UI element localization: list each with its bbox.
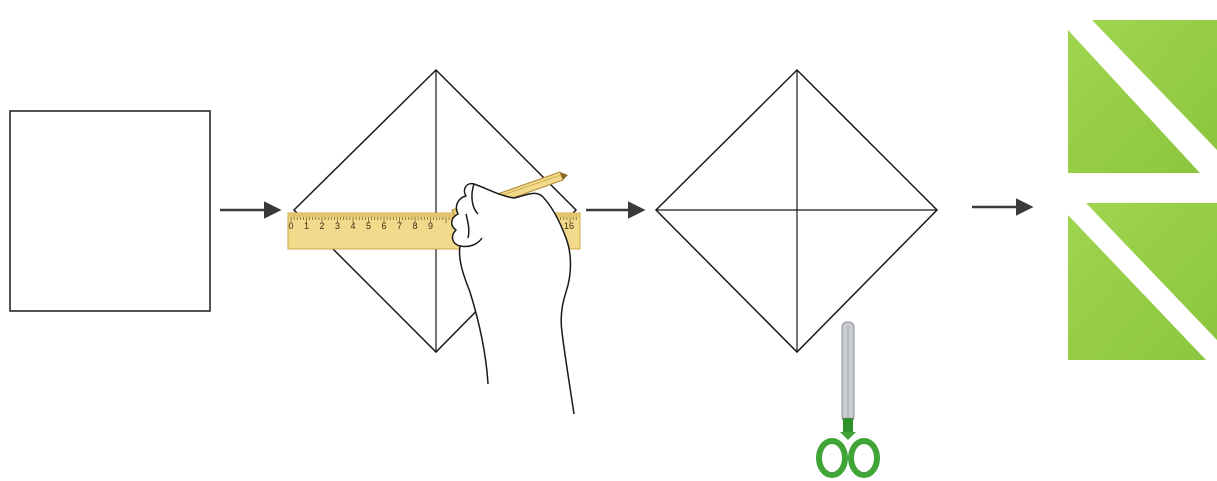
ruler-tick-label: 0 <box>288 221 293 231</box>
ruler-tick-label: 9 <box>428 221 433 231</box>
ruler-tick-label: 2 <box>319 221 324 231</box>
step-four-triangles <box>1068 20 1217 360</box>
scissors-handle-right <box>851 441 877 475</box>
ruler-tick-label: 6 <box>381 221 386 231</box>
scissors-handle-left <box>819 441 845 475</box>
step-square-with-diagonals <box>656 70 937 475</box>
ruler-tick-label: 8 <box>412 221 417 231</box>
ruler-tick-label: 7 <box>397 221 402 231</box>
ruler-tick-label: 4 <box>350 221 355 231</box>
ruler-tick-label: 16 <box>564 221 574 231</box>
square-outline <box>10 111 210 311</box>
ruler-tick-label: 5 <box>366 221 371 231</box>
hand-icon <box>452 184 574 414</box>
ruler-tick-label: 3 <box>335 221 340 231</box>
scissors-icon <box>819 322 877 475</box>
step-square-paper <box>10 111 210 311</box>
ruler-tick-label: 1 <box>304 221 309 231</box>
